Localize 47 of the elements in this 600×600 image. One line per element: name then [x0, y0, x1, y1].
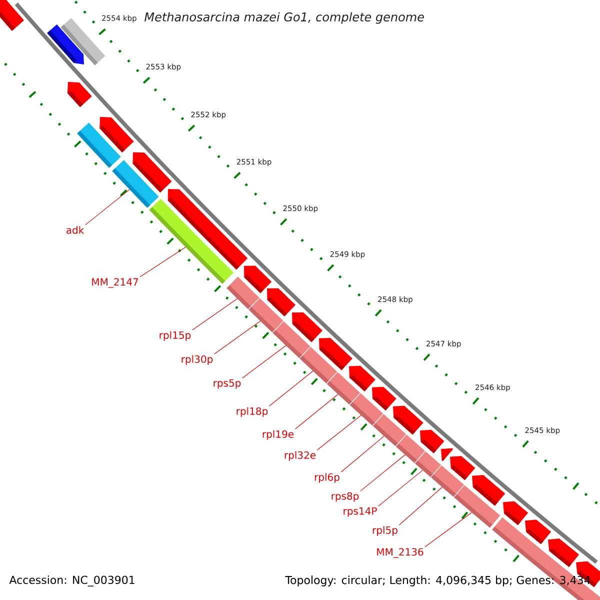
gene-block — [450, 456, 476, 480]
gene-bar — [492, 516, 600, 600]
gene-label: rps14P — [344, 507, 377, 517]
gene-label: adk — [66, 226, 84, 234]
gene-label: rpl18p — [236, 407, 268, 417]
leader-line — [340, 436, 384, 472]
gene-block — [267, 288, 296, 316]
leader-line — [424, 512, 472, 548]
gene-block — [372, 386, 396, 410]
gene-block — [349, 366, 376, 392]
leader-line — [378, 470, 424, 506]
gene-bar — [77, 122, 121, 168]
leader-line — [316, 414, 362, 450]
gene-block — [420, 430, 444, 454]
gene-label: rpl32e — [284, 451, 316, 461]
gene-block — [0, 0, 24, 31]
gene-block — [244, 266, 272, 294]
gene-label: rpl5p — [372, 526, 398, 536]
gene-block — [441, 448, 454, 462]
gene-label: rpl30p — [182, 355, 213, 365]
accession-text: Accession: NC_003901 — [9, 576, 134, 586]
gene-block — [319, 338, 352, 370]
leader-line — [242, 345, 286, 378]
leader-line — [294, 394, 338, 430]
title: Methanosarcina mazei Go1, complete genome — [144, 12, 424, 24]
gene-label: MM_2136 — [377, 548, 424, 558]
gene-block — [472, 474, 506, 506]
gene-label: rps5p — [214, 379, 241, 389]
leader-line — [398, 486, 443, 526]
gene-block — [168, 189, 248, 270]
gene-block — [47, 24, 84, 65]
gene-label: rps8p — [332, 492, 359, 502]
genome-info: Topology: circular; Length: 4,096,345 bp; Genes: 3,434 — [285, 576, 590, 586]
gene-label: rpl15p — [160, 331, 191, 341]
leader-line — [360, 454, 406, 492]
leader-line — [214, 320, 261, 354]
gene-label: MM_2147 — [92, 278, 138, 288]
leader-line — [85, 189, 130, 226]
gene-label: rpl6p — [314, 473, 340, 483]
leader-line — [192, 298, 238, 330]
gene-block — [132, 152, 172, 192]
gene-block — [67, 82, 92, 108]
gene-block — [292, 312, 322, 342]
gene-block — [393, 406, 424, 435]
leader-line — [140, 246, 186, 278]
gene-label: rpl19e — [262, 430, 294, 440]
leader-line — [269, 370, 314, 406]
